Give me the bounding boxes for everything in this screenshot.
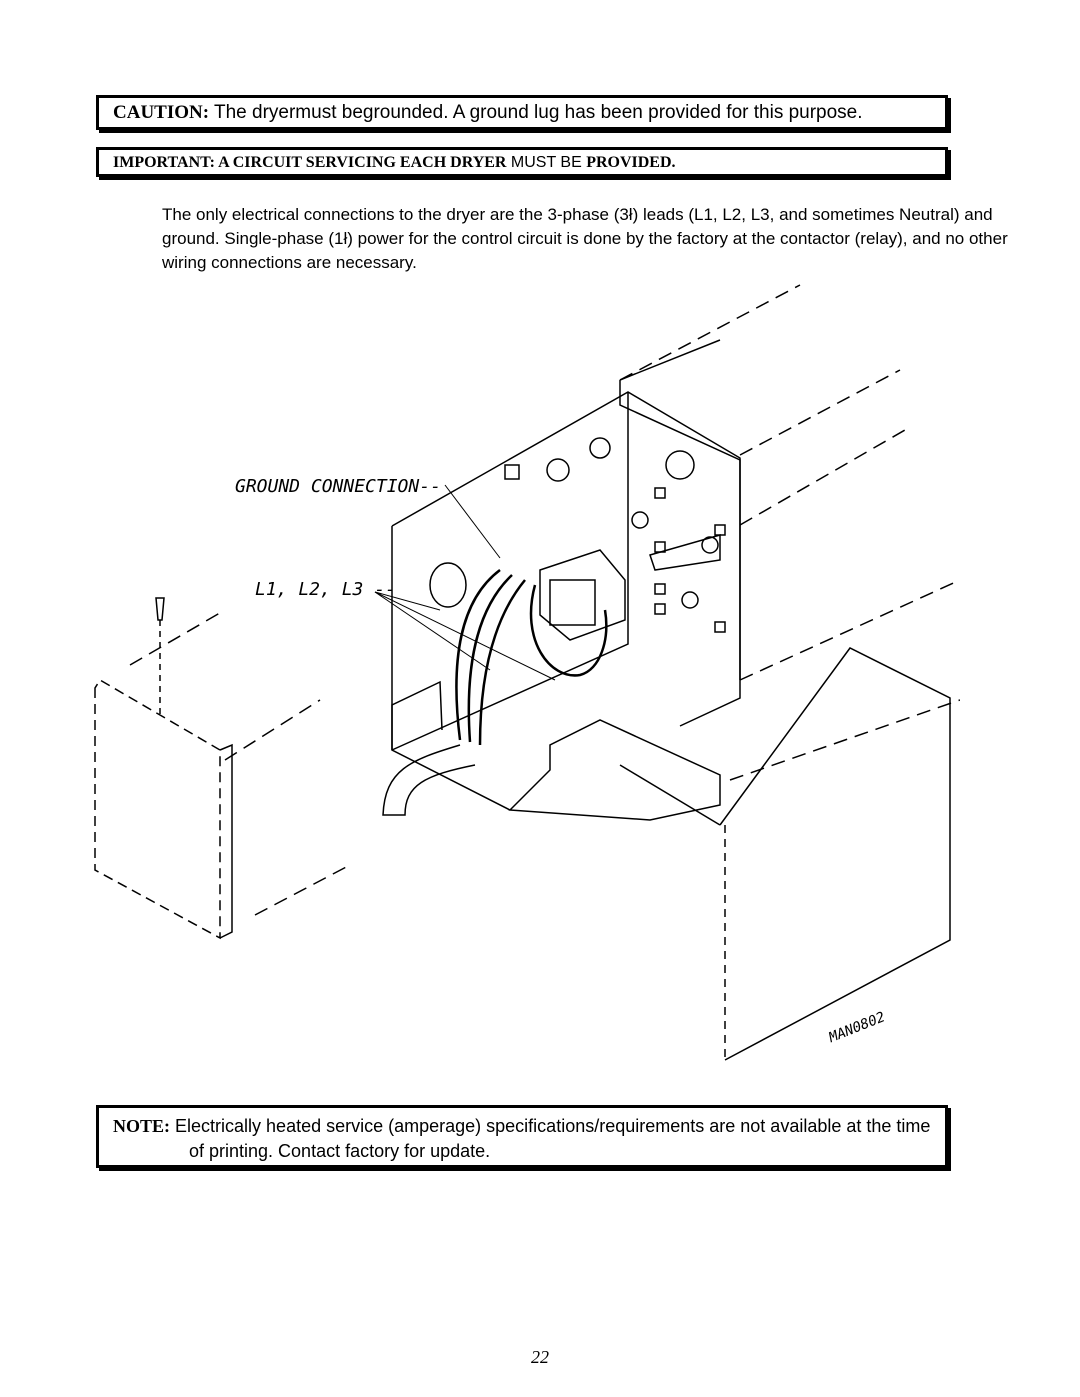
control-box [391,391,741,821]
important-part1: IMPORTANT: A CIRCUIT SERVICING EACH DRYE… [113,154,507,171]
label-drawing-code: MAN0802 [826,1009,888,1046]
note-box: NOTE: Electrically heated service (amper… [96,1105,948,1168]
leader-lines [374,484,556,681]
note-lead: NOTE: [113,1116,171,1136]
duct-body [619,339,741,680]
conduit-elbow [382,744,476,816]
intro-paragraph: The only electrical connections to the d… [162,205,1008,272]
label-ground-connection: GROUND CONNECTION-- [235,476,441,497]
caution-text: The dryermust begrounded. A ground lug h… [214,102,863,123]
caution-box: CAUTION: The dryermust begrounded. A gro… [96,95,948,130]
note-line1: Electrically heated service (amperage) s… [175,1116,931,1136]
wiring-diagram: GROUND CONNECTION-- L1, L2, L3 -- MAN080… [94,284,960,1061]
wire-bundle [455,569,608,746]
cover-panel [94,597,351,940]
caution-lead: CAUTION: [113,102,210,123]
label-leads: L1, L2, L3 -- [255,579,396,600]
lower-housing [619,647,951,1061]
important-part3: PROVIDED. [586,154,676,171]
duct-outline [619,284,960,781]
page-number: 22 [531,1347,549,1367]
important-part2: MUST BE [506,154,587,171]
important-box: IMPORTANT: A CIRCUIT SERVICING EACH DRYE… [96,147,948,177]
note-line2: of printing. Contact factory for update. [189,1141,491,1161]
